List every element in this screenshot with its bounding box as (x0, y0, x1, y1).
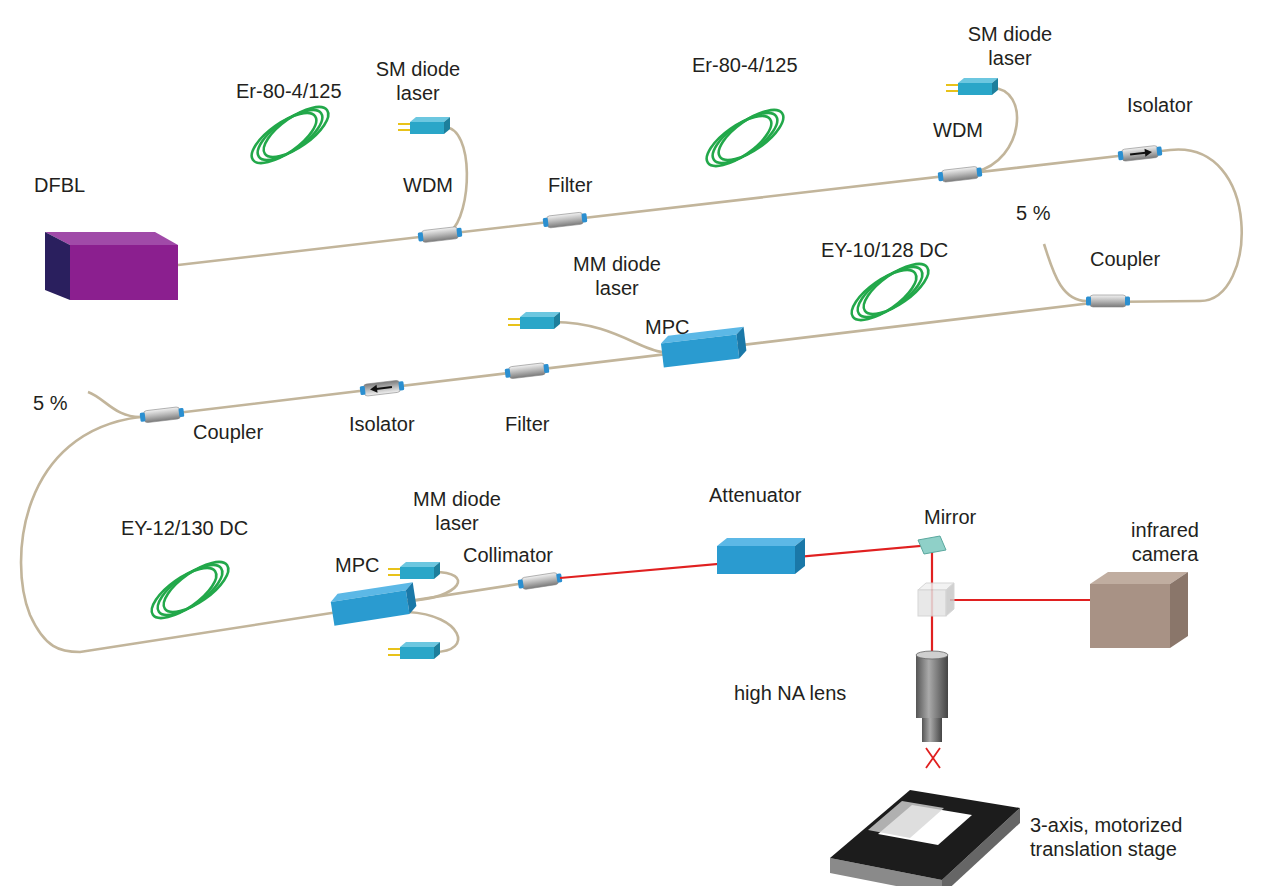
er-fiber-coil (244, 98, 335, 172)
mirror (918, 536, 946, 554)
component-label: EY-10/128 DC (821, 238, 948, 262)
component-label: 5 % (33, 391, 67, 415)
component-label: SM diode laser (960, 22, 1060, 70)
component-label: EY-12/130 DC (121, 516, 248, 540)
component-label: Er-80-4/125 (692, 53, 798, 77)
filter (542, 212, 587, 229)
infrared-camera (1090, 572, 1188, 648)
sm-diode-laser (946, 78, 998, 95)
component-label: Er-80-4/125 (236, 79, 342, 103)
component-label: Isolator (1127, 93, 1193, 117)
component-label: Filter (505, 412, 549, 436)
collimator (517, 572, 562, 591)
component-label: WDM (403, 173, 453, 197)
component-label: MPC (335, 553, 379, 577)
mpc (330, 582, 418, 625)
component-label: 5 % (1016, 201, 1050, 225)
component-label: MM diode laser (402, 487, 512, 535)
component-label: Filter (548, 173, 592, 197)
beam-splitter (918, 583, 954, 616)
component-label: Isolator (349, 412, 415, 436)
coupler (139, 406, 184, 423)
component-label: high NA lens (734, 681, 846, 705)
fiber (21, 150, 1242, 652)
wdm (937, 166, 982, 183)
mm-diode-laser (388, 642, 440, 659)
translation-stage (830, 748, 1020, 886)
mm-diode-laser (508, 312, 560, 329)
component-label: Coupler (1090, 247, 1160, 271)
laser-beam (560, 545, 1090, 655)
objective-lens (916, 651, 948, 742)
component-label: MM diode laser (562, 252, 672, 300)
attenuator (717, 538, 805, 574)
component-label: Attenuator (709, 483, 801, 507)
ey-fiber-coil (844, 255, 935, 329)
er-fiber-coil (699, 101, 790, 175)
isolator (1117, 145, 1162, 162)
component-label: WDM (933, 118, 983, 142)
fiber-tap (1044, 244, 1088, 301)
component-label: Mirror (924, 505, 976, 529)
coupler (1086, 295, 1130, 307)
component-label: 3-axis, motorized translation stage (1030, 813, 1205, 861)
component-label: Coupler (193, 420, 263, 444)
ey-fiber-coil (144, 553, 235, 627)
wdm (417, 226, 462, 243)
filter (504, 362, 549, 379)
component-label: Collimator (463, 543, 553, 567)
fiber-tap (88, 392, 142, 417)
component-label: DFBL (34, 173, 85, 197)
component-label: infrared camera (1115, 518, 1215, 566)
isolator (359, 380, 404, 397)
sm-diode-laser (398, 117, 450, 134)
component-label: SM diode laser (368, 57, 468, 105)
component-label: MPC (645, 315, 689, 339)
mm-diode-laser (388, 562, 440, 579)
dfb-laser (45, 232, 178, 300)
